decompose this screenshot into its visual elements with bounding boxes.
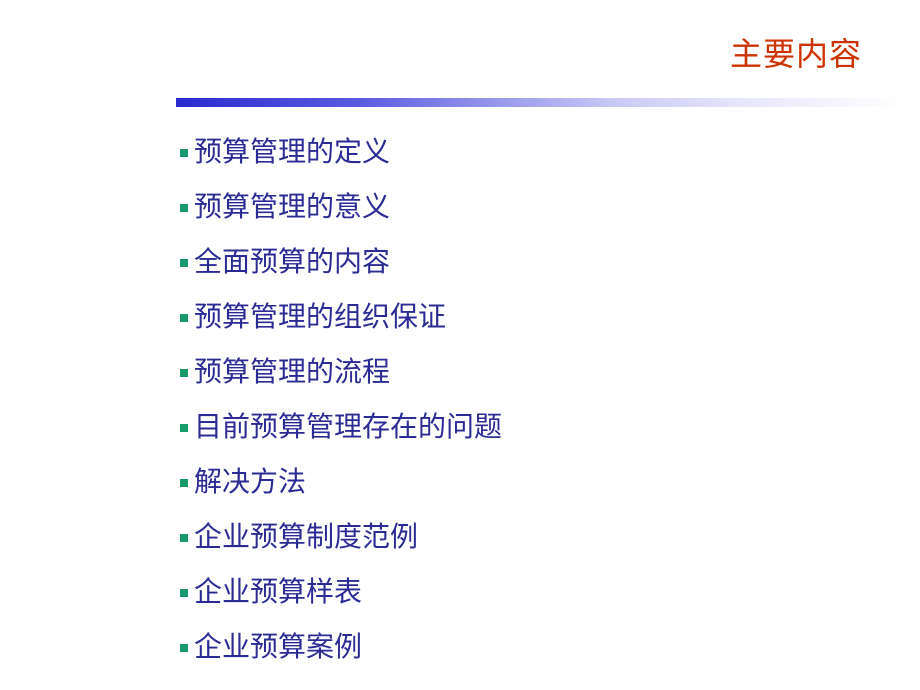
list-item: 全面预算的内容 <box>180 234 502 289</box>
list-item: 预算管理的定义 <box>180 124 502 179</box>
square-bullet-icon <box>180 588 188 597</box>
list-item: 目前预算管理存在的问题 <box>180 399 502 454</box>
title-gradient-bar <box>176 98 902 107</box>
list-item: 企业预算案例 <box>180 619 502 674</box>
list-item-label: 全面预算的内容 <box>194 244 391 278</box>
square-bullet-icon <box>180 423 188 432</box>
square-bullet-icon <box>180 478 188 487</box>
list-item: 解决方法 <box>180 454 502 509</box>
square-bullet-icon <box>180 643 188 652</box>
list-item-label: 预算管理的意义 <box>194 189 391 223</box>
list-item: 企业预算样表 <box>180 564 502 619</box>
list-item: 预算管理的意义 <box>180 179 502 234</box>
list-item: 预算管理的组织保证 <box>180 289 502 344</box>
list-item-label: 预算管理的定义 <box>194 134 391 168</box>
list-item-label: 预算管理的流程 <box>194 354 391 388</box>
slide-title: 主要内容 <box>729 35 862 73</box>
list-item: 预算管理的流程 <box>180 344 502 399</box>
list-item-label: 企业预算样表 <box>194 574 363 608</box>
list-item-label: 企业预算制度范例 <box>194 519 419 553</box>
square-bullet-icon <box>180 368 188 377</box>
square-bullet-icon <box>180 258 188 267</box>
contents-list: 预算管理的定义 预算管理的意义 全面预算的内容 预算管理的组织保证 预算管理的流… <box>180 124 502 674</box>
list-item-label: 目前预算管理存在的问题 <box>194 409 503 443</box>
list-item-label: 企业预算案例 <box>194 629 363 663</box>
list-item-label: 解决方法 <box>194 464 307 498</box>
square-bullet-icon <box>180 313 188 322</box>
square-bullet-icon <box>180 533 188 542</box>
square-bullet-icon <box>180 148 188 157</box>
list-item: 企业预算制度范例 <box>180 509 502 564</box>
list-item-label: 预算管理的组织保证 <box>194 299 447 333</box>
square-bullet-icon <box>180 203 188 212</box>
